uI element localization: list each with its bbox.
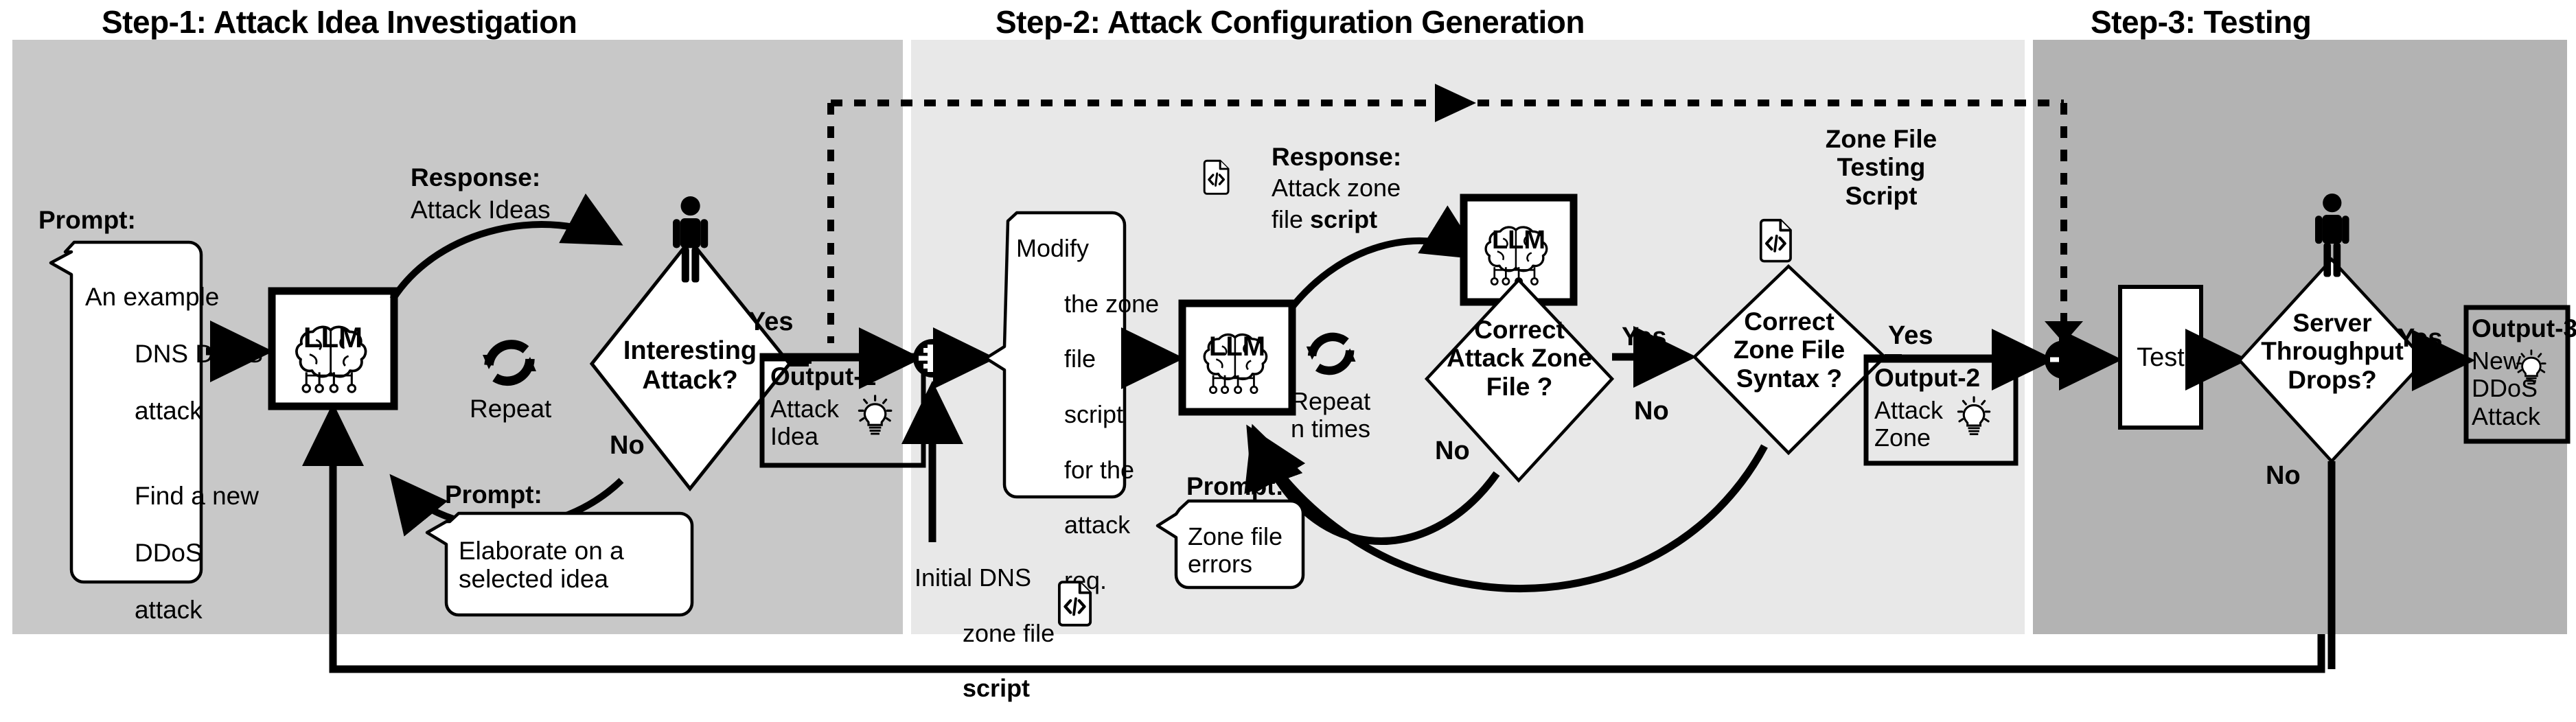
dec3-line-1: Throughput [2261,337,2404,366]
step2-decisionA-no: No [1435,436,1470,465]
code-file-icon-initial [1057,580,1093,628]
decB-line-2: Syntax ? [1736,364,1843,393]
prompt-line-5: DDoS [134,538,203,567]
initial-line-0: Initial DNS [915,563,1032,592]
dec3-line-2: Drops? [2288,365,2377,394]
merge-node-1 [913,339,952,377]
modify-line-5: attack [1064,511,1131,539]
response-line2-plain: file [1272,205,1311,233]
step1-prompt-text: An example DNS DDoS attack Find a new DD… [85,283,263,624]
step2-response-line1: Attack zone [1272,174,1401,202]
initial-line-1: zone file [963,618,1055,647]
zfts-line-0: Zone File [1825,125,1937,153]
output3-title: Output-3 [2472,314,2576,342]
output2-line-0: Attack [1874,396,1944,424]
step1-response-text: Attack Ideas [411,196,551,224]
code-file-icon-response [1203,159,1230,195]
step2-decisionB-yes: Yes [1888,321,1933,350]
prompt-line-1: DNS DDoS [134,339,264,368]
output3-line-1: DDoS [2472,374,2538,403]
step2-prompt-caption: Prompt: [1186,472,1284,500]
zone-prompt-line-0: Zone file [1188,522,1283,550]
step2-title: Step-2: Attack Configuration Generation [996,4,1585,40]
zfts-line-2: Script [1845,181,1918,210]
step1-repeat-label: Repeat [470,395,552,423]
initial-line-2: script [963,674,1031,703]
initial-script-icon-wrap [1057,580,1093,631]
step1-response-caption: Response: [411,163,541,191]
step3-test-label: Test [2137,343,2185,372]
zfts-line-1: Testing [1837,153,1926,182]
response-line2-bold: script [1310,205,1378,233]
output1-title: Output-1 [770,362,877,391]
code-file-icon-testing [1761,220,1791,261]
output2-title: Output-2 [1874,364,1981,392]
output2-line-1: Zone [1874,423,1931,452]
decB-line-0: Correct [1744,307,1835,336]
prompt-line-0: An example [85,283,220,311]
repeat-line-1: n times [1291,415,1371,443]
decA-line-0: Correct [1474,316,1565,344]
repeat-line-0: Repeat [1291,387,1371,415]
prompt-line-6: attack [134,595,203,624]
svg-text:LLM: LLM [303,321,363,353]
step2-modify-text: Modify the zone file script for the atta… [1016,234,1160,594]
output3-line-0: New [2472,347,2522,375]
svg-text:LLM: LLM [1492,226,1545,255]
modify-line-2: file [1064,345,1096,373]
prompt-line-4: Find a new [134,482,259,511]
modify-line-0: Modify [1016,234,1090,262]
decision-line-1: Attack? [642,365,738,395]
step2-decisionA-yes: Yes [1622,323,1667,351]
step1-yes-label: Yes [748,307,794,336]
step2-initial-script-text: Initial DNS zone file script [915,563,1055,703]
step2-response-caption: Response: [1272,143,1402,171]
decB-line-1: Zone File [1733,336,1845,364]
dec3-line-0: Server [2292,309,2372,337]
modify-line-1: the zone [1064,289,1160,318]
step3-no-label: No [2266,461,2301,490]
output1-line-0: Attack [770,395,840,423]
merge-node-2 [2045,340,2083,379]
output3-line-2: Attack [2472,401,2541,430]
zone-prompt-line-1: errors [1188,550,1253,579]
decA-line-1: Attack Zone [1447,344,1592,373]
step1-no-label: No [610,431,645,460]
svg-text:LLM: LLM [1209,331,1265,362]
step2-response-line2: file script [1272,205,1378,233]
step3-title: Step-3: Testing [2091,4,2312,40]
step1-prompt-caption: Prompt: [38,206,136,234]
step1-prompt2-caption: Prompt: [445,480,542,509]
step1-title: Step-1: Attack Idea Investigation [102,4,577,40]
decA-line-2: File ? [1486,372,1553,401]
step2-decisionB-no: No [1634,397,1669,426]
prompt2-line-1: selected idea [459,565,609,594]
prompt-line-2: attack [134,396,203,425]
step3-yes-label: Yes [2397,324,2443,353]
prompt2-line-0: Elaborate on a [459,537,624,565]
decision-line-0: Interesting [623,336,757,365]
output1-line-1: Idea [770,422,819,451]
modify-line-3: script [1064,399,1124,428]
modify-line-4: for the [1064,455,1135,484]
